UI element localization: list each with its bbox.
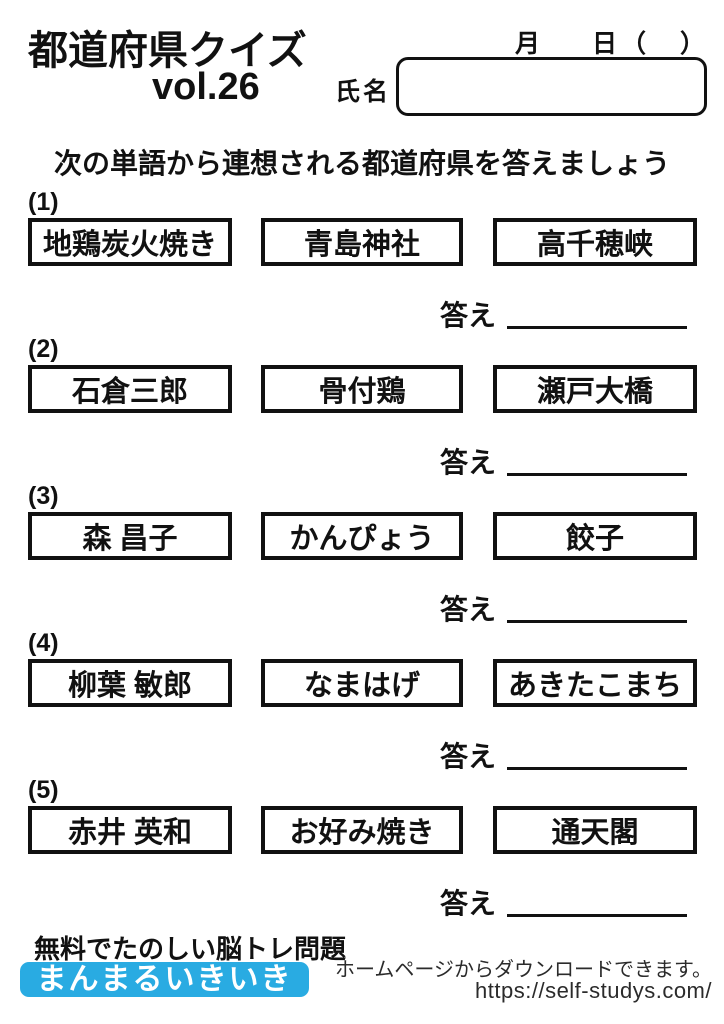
question-3: (3) 森 昌子 かんぴょう 餃子 答え (0, 482, 724, 629)
answer-blank[interactable] (507, 620, 687, 623)
answer-label: 答え (440, 888, 497, 919)
answer-blank[interactable] (507, 326, 687, 329)
question-number: (4) (28, 629, 59, 657)
answer-blank[interactable] (507, 914, 687, 917)
url-link[interactable]: https://self-studys.com/ (475, 978, 712, 1003)
name-label: 氏名 (335, 78, 392, 106)
page-title: 都道府県クイズ (28, 29, 307, 73)
date-day-label: 日 (592, 30, 618, 58)
volume-label: vol.26 (152, 66, 260, 108)
hint-word-box: かんぴょう (261, 512, 463, 560)
hint-word-box: 通天閣 (493, 806, 697, 854)
instruction-text: 次の単語から連想される都道府県を答えましょう (53, 148, 670, 179)
footer-tagline: 無料でたのしい脳トレ問題 (34, 935, 347, 964)
question-number: (3) (28, 482, 59, 510)
hint-word-box: 餃子 (493, 512, 697, 560)
hint-word-box: 石倉三郎 (28, 365, 232, 413)
question-4: (4) 柳葉 敏郎 なまはげ あきたこまち 答え (0, 629, 724, 776)
question-5: (5) 赤井 英和 お好み焼き 通天閣 答え (0, 776, 724, 923)
hint-word-box: なまはげ (261, 659, 463, 707)
hint-word-box: 青島神社 (261, 218, 463, 266)
download-note: ホームページからダウンロードできます。 (335, 959, 712, 981)
answer-label: 答え (440, 447, 497, 478)
answer-label: 答え (440, 741, 497, 772)
date-month-label: 月 (515, 30, 541, 58)
hint-word-box: 柳葉 敏郎 (28, 659, 232, 707)
question-number: (5) (28, 776, 59, 804)
hint-word-box: あきたこまち (493, 659, 697, 707)
question-number: (1) (28, 188, 59, 216)
date-paren-close: ） (680, 30, 706, 58)
brand-badge: まんまるいきいき (20, 962, 309, 997)
hint-word-box: 赤井 英和 (28, 806, 232, 854)
answer-label: 答え (440, 300, 497, 331)
question-1: (1) 地鶏炭火焼き 青島神社 高千穂峡 答え (0, 188, 724, 335)
hint-word-box: お好み焼き (261, 806, 463, 854)
answer-label: 答え (440, 594, 497, 625)
question-2: (2) 石倉三郎 骨付鶏 瀬戸大橋 答え (0, 335, 724, 482)
date-paren-open: （ (621, 30, 647, 58)
name-input-box[interactable] (396, 57, 707, 116)
hint-word-box: 瀬戸大橋 (493, 365, 697, 413)
question-number: (2) (28, 335, 59, 363)
date-line: 月 日（ ） (515, 24, 705, 60)
hint-word-box: 森 昌子 (28, 512, 232, 560)
hint-word-box: 骨付鶏 (261, 365, 463, 413)
brand-text: まんまるいきいき (36, 962, 293, 996)
answer-blank[interactable] (507, 473, 687, 476)
answer-blank[interactable] (507, 767, 687, 770)
hint-word-box: 地鶏炭火焼き (28, 218, 232, 266)
hint-word-box: 高千穂峡 (493, 218, 697, 266)
